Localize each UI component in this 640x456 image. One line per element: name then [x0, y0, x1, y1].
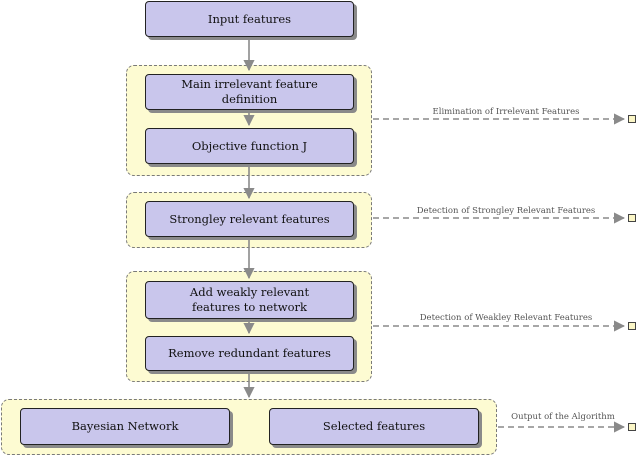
node-input-features-label: Input features [207, 11, 292, 26]
node-strongly-label: Strongley relevant features [169, 211, 330, 226]
node-selected-label: Selected features [322, 419, 426, 433]
node-strongly-relevant: Strongley relevant features [145, 201, 354, 237]
node-bayesian-network: Bayesian Network [20, 408, 230, 445]
output-label-algorithm: Output of the Algorithm [511, 412, 615, 422]
node-selected-features: Selected features [269, 408, 479, 445]
output-terminal-weak [628, 322, 636, 330]
output-label-elimination: Elimination of Irrelevant Features [432, 107, 580, 117]
node-objective-label: Objective function J [191, 138, 308, 153]
node-add-weakly-relevant: Add weakly relevant features to network [145, 281, 354, 319]
output-label-strong-detection: Detection of Strongley Relevant Features [416, 206, 596, 216]
output-terminal-algorithm [628, 423, 636, 431]
node-main-irrelevant-label: Main irrelevant feature definition [181, 77, 318, 106]
node-remove-redundant: Remove redundant features [145, 336, 354, 371]
node-main-irrelevant-definition: Main irrelevant feature definition [145, 74, 354, 110]
node-bayesian-label: Bayesian Network [71, 419, 179, 433]
node-objective-function: Objective function J [145, 128, 354, 164]
output-label-weak-detection: Detection of Weakley Relevant Features [419, 313, 593, 323]
node-add-weak-label-line1: Add weakly relevant [189, 285, 310, 299]
output-terminal-elimination [628, 115, 636, 123]
node-add-weak-label-line2: features to network [191, 300, 308, 314]
node-input-features: Input features [145, 1, 354, 37]
output-terminal-strong [628, 214, 636, 222]
node-remove-redundant-label: Remove redundant features [168, 346, 331, 360]
